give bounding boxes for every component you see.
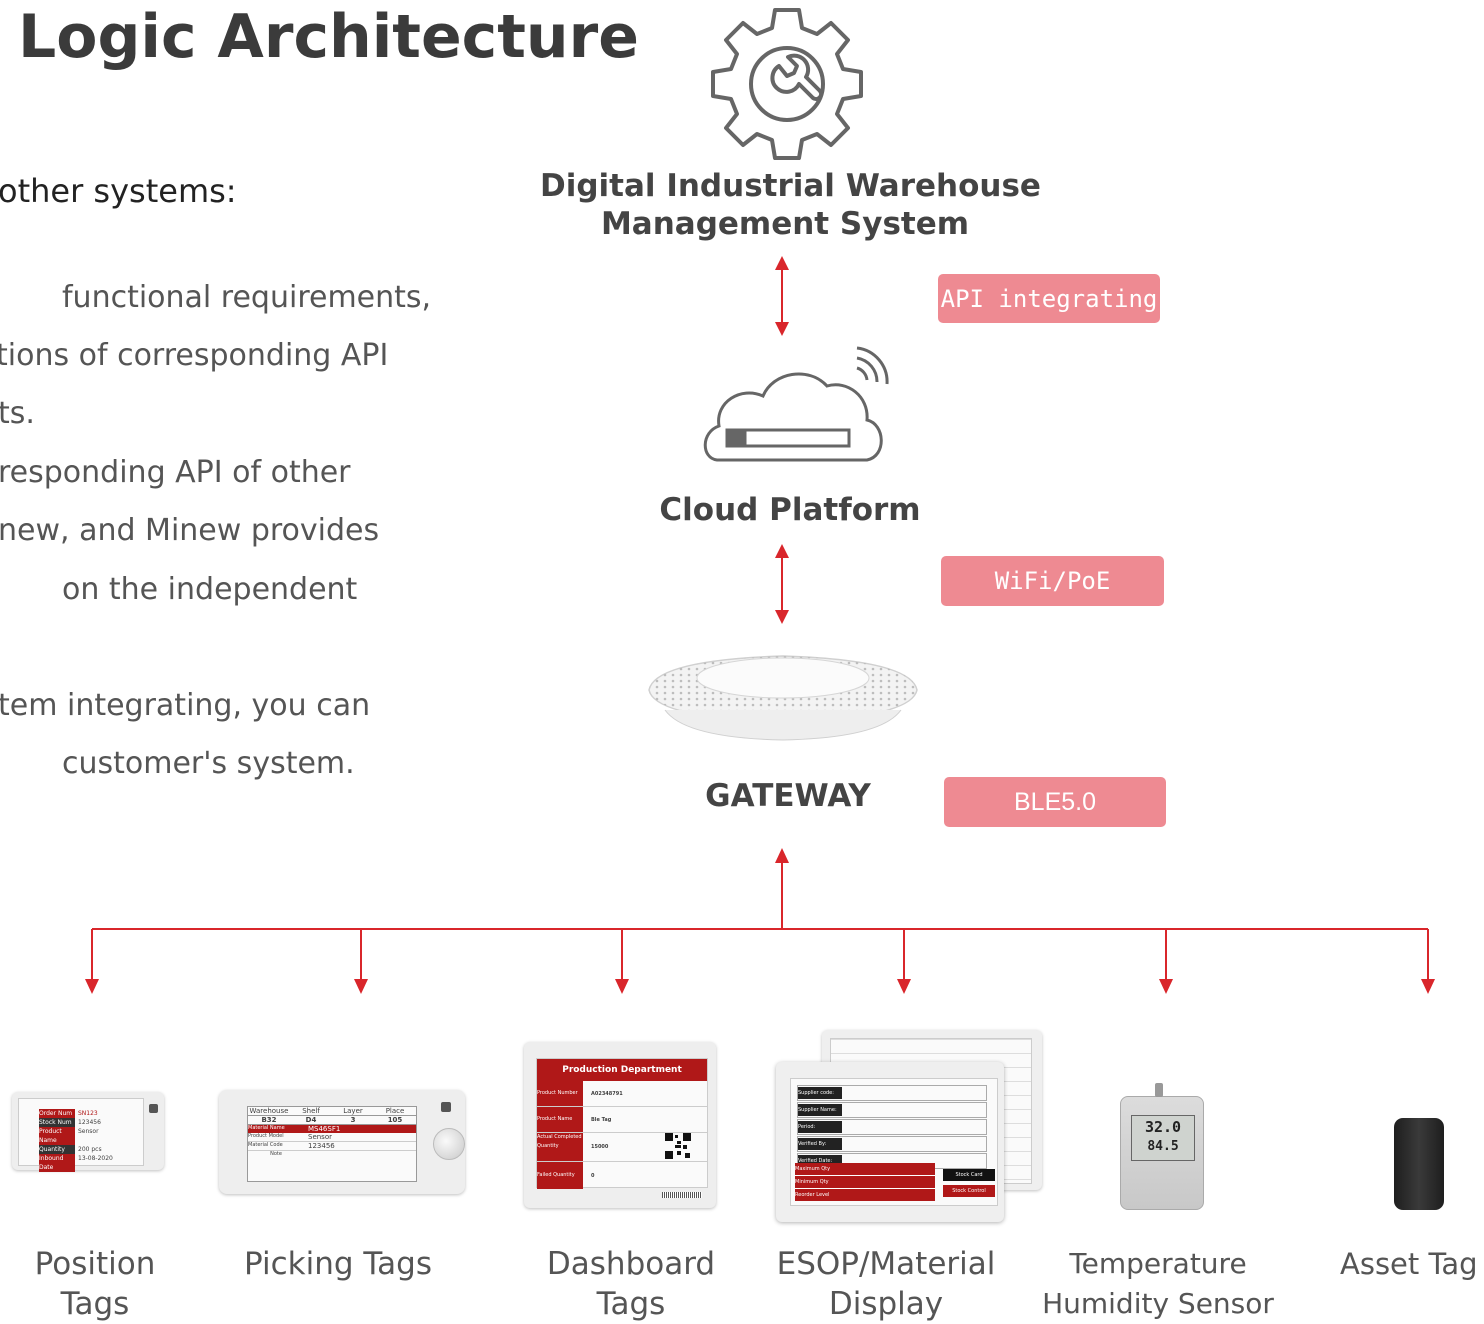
body-line: ts. (0, 396, 35, 431)
wms-label-line1: Digital Industrial Warehouse (540, 168, 1041, 204)
device-label-asset-tag: Asset Tag (1340, 1247, 1478, 1281)
barcode (662, 1192, 702, 1198)
stock-control-button: Stock Control (943, 1185, 995, 1197)
body-line: new, and Minew provides (0, 513, 380, 548)
rotary-knob (433, 1128, 465, 1160)
gateway-label: GATEWAY (705, 778, 871, 814)
cloud-server-icon (703, 346, 889, 462)
body-line: customer's system. (62, 746, 355, 781)
humidity-readout: 84.5 (1147, 1139, 1179, 1154)
bidirectional-arrow (775, 544, 789, 624)
bidirectional-arrow (775, 256, 789, 336)
picking-tag-device: Warehouse Shelf Layer Place B32 D4 3 105… (219, 1090, 465, 1194)
body-line: tem integrating, you can (0, 688, 371, 723)
wifi-poe-badge: WiFi/PoE (941, 556, 1164, 606)
body-line: responding API of other (0, 455, 351, 490)
section-subheading: other systems: (0, 172, 237, 210)
body-line: functional requirements, (62, 280, 432, 315)
device-label-picking-tags: Picking Tags (243, 1246, 433, 1282)
body-line: tions of corresponding API (0, 338, 389, 373)
wms-label-line2: Management System (600, 206, 970, 242)
gear-wrench-icon (711, 8, 863, 160)
esop-display-front: Supplier code: Supplier Name: Period: Ve… (776, 1062, 1004, 1222)
distribution-lines (85, 848, 1435, 994)
gateway-device-icon (648, 655, 918, 741)
temp-humidity-sensor-device: 32.0 84.5 (1120, 1083, 1204, 1210)
api-integrating-badge: API integrating (938, 274, 1160, 323)
ble-badge: BLE5.0 (944, 777, 1166, 827)
stock-card-button: Stock Card (943, 1169, 995, 1181)
page-title: Logic Architecture (18, 2, 639, 72)
asset-tag-device (1394, 1118, 1444, 1210)
qr-code-icon (665, 1133, 691, 1159)
body-line: on the independent (62, 572, 358, 607)
cloud-platform-label: Cloud Platform (659, 492, 921, 528)
temperature-readout: 32.0 (1144, 1118, 1182, 1136)
